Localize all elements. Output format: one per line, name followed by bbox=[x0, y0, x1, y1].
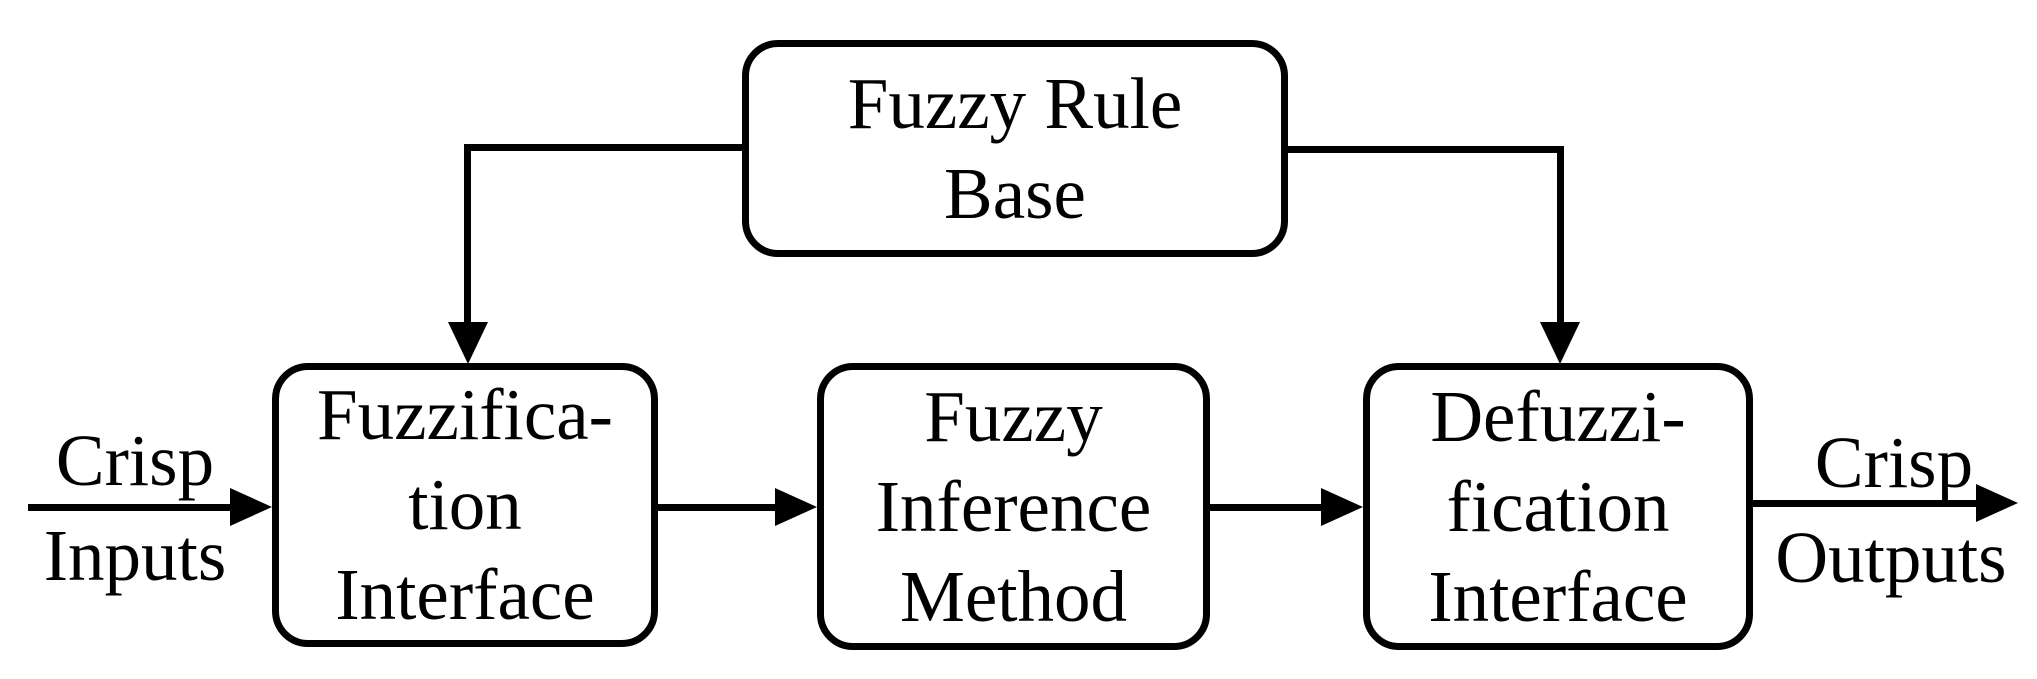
input-label-line2: Inputs bbox=[43, 515, 227, 596]
node-fuzzy-inference-method: Fuzzy Inference Method bbox=[817, 363, 1210, 650]
edge-inference-to-defuzzification-arrowhead-icon bbox=[1321, 488, 1363, 526]
edge-rulebase-to-defuzzification-vertical-line bbox=[1557, 146, 1564, 324]
edge-inference-to-defuzzification-line bbox=[1203, 504, 1328, 511]
node-fuzzy-rule-base: Fuzzy Rule Base bbox=[742, 40, 1288, 257]
node-inference-label-line3: Method bbox=[899, 555, 1128, 637]
input-label-line1: Crisp bbox=[55, 420, 215, 501]
edge-rulebase-to-fuzzification-vertical-line bbox=[464, 144, 471, 326]
node-fuzzification-label-line1: Fuzzifica- bbox=[317, 374, 613, 455]
edge-rulebase-to-defuzzification-horizontal-line bbox=[1281, 146, 1564, 153]
edge-rulebase-to-defuzzification-arrowhead-icon bbox=[1540, 322, 1580, 364]
node-inference-label-line1: Fuzzy bbox=[924, 375, 1103, 457]
output-label-line1: Crisp bbox=[1814, 422, 1974, 503]
edge-rulebase-to-fuzzification-horizontal-line bbox=[464, 144, 749, 151]
node-defuzzification-interface: Defuzzi- fication Interface bbox=[1363, 363, 1753, 650]
node-fuzzy-rule-base-label-line1: Fuzzy Rule bbox=[847, 62, 1183, 144]
node-fuzzification-label-line2: tion bbox=[408, 464, 522, 545]
node-fuzzification-label-line3: Interface bbox=[335, 554, 595, 635]
edge-defuzzification-to-outputs-line bbox=[1746, 500, 1978, 507]
node-defuzzification-label-line2: fication bbox=[1446, 465, 1670, 547]
node-defuzzification-label-line3: Interface bbox=[1428, 555, 1688, 637]
edge-defuzzification-to-outputs-arrowhead-icon bbox=[1976, 484, 2018, 522]
node-fuzzy-rule-base-label-line2: Base bbox=[944, 152, 1086, 234]
edge-inputs-to-fuzzification-line bbox=[28, 504, 234, 511]
edge-inputs-to-fuzzification-arrowhead-icon bbox=[230, 488, 272, 526]
edge-rulebase-to-fuzzification-arrowhead-icon bbox=[448, 322, 488, 364]
node-fuzzification-interface: Fuzzifica- tion Interface bbox=[272, 363, 658, 647]
output-label-line2: Outputs bbox=[1775, 517, 2007, 598]
edge-fuzzification-to-inference-arrowhead-icon bbox=[775, 488, 817, 526]
node-defuzzification-label-line1: Defuzzi- bbox=[1430, 375, 1686, 457]
node-inference-label-line2: Inference bbox=[875, 465, 1152, 547]
edge-fuzzification-to-inference-line bbox=[651, 504, 781, 511]
